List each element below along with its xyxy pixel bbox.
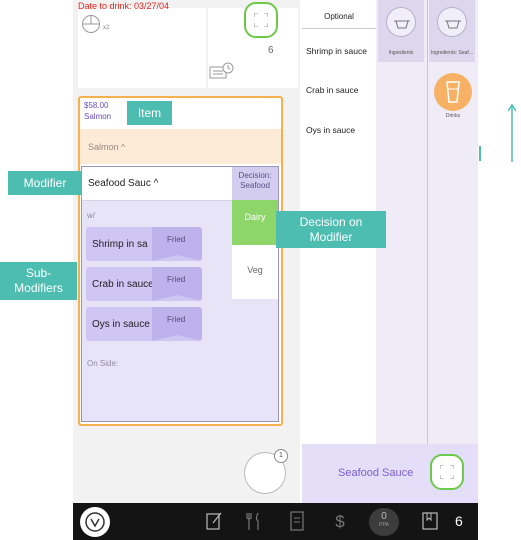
seat-multiplier: x2 <box>103 25 110 31</box>
decision-header-line: Decision: <box>238 171 272 180</box>
guest-count-badge: 1 <box>274 449 288 463</box>
sub-modifier-tag[interactable]: Fried <box>152 227 202 261</box>
book-icon[interactable] <box>421 511 439 531</box>
receipt-icon[interactable] <box>209 62 235 80</box>
divider <box>427 0 428 444</box>
ppa-label: PPA <box>379 522 389 528</box>
decision-header-text: Decision:Seafood <box>232 171 278 191</box>
optional-item[interactable]: Shrimp in sauce <box>306 46 367 56</box>
callout-modifier: Modifier <box>8 171 82 195</box>
dollar-icon[interactable]: $ <box>331 511 349 531</box>
receipt-list-icon[interactable] <box>288 511 306 531</box>
scroll-up-arrow-icon[interactable] <box>508 104 516 162</box>
sub-modifier-tag-label: Fried <box>167 235 186 244</box>
sub-modifier-item[interactable]: Crab in sauce Fried <box>86 267 202 301</box>
glass-icon[interactable] <box>434 73 472 111</box>
modifier-header[interactable] <box>82 167 232 201</box>
optional-item[interactable]: Oys in sauce <box>306 125 356 135</box>
seat-icon <box>82 15 100 33</box>
date-to-drink: Date to drink: 03/27/04 <box>78 1 170 11</box>
scroll-indicator <box>479 146 481 161</box>
decision-option-label: Veg <box>247 265 263 275</box>
bottom-toolbar <box>73 503 478 540</box>
app-logo-icon[interactable] <box>80 507 110 537</box>
category-label: Ingredients: Seaf... <box>431 50 473 56</box>
callout-sub-modifiers: Sub-Modifiers <box>0 262 77 300</box>
sub-modifier-name: Crab in sauce <box>92 279 154 290</box>
sub-modifier-item[interactable]: Oys in sauce Fried <box>86 307 202 341</box>
pot-icon <box>386 7 416 37</box>
pot-icon <box>437 7 467 37</box>
fork-knife-icon[interactable] <box>245 511 263 531</box>
current-modifier-label: Seafood Sauce <box>338 467 414 479</box>
item-name: Salmon <box>84 112 112 121</box>
seat-number: 6 <box>268 45 274 56</box>
seat-count: 6 <box>455 513 463 529</box>
with-label: w/ <box>87 211 95 220</box>
item-header-label: Salmon ^ <box>88 142 126 152</box>
decision-option-dairy[interactable]: Dairy <box>232 200 278 245</box>
sub-modifier-item[interactable]: Shrimp in sa Fried <box>86 227 202 261</box>
decision-header-line: Seafood <box>240 181 270 190</box>
item-header-bar[interactable] <box>80 129 281 164</box>
sub-modifier-tag-label: Fried <box>167 315 186 324</box>
category-ingredients-seafood[interactable]: Ingredients: Seaf... <box>429 0 475 62</box>
category-label: Ingredients <box>388 50 414 56</box>
modifier-name: Seafood Sauc ^ <box>88 178 159 189</box>
modifier-select-button[interactable] <box>430 454 464 490</box>
callout-item: Item <box>127 101 172 125</box>
optional-item[interactable]: Crab in sauce <box>306 85 359 95</box>
callout-decision: Decision on Modifier <box>276 211 386 248</box>
decision-option-label: Dairy <box>244 212 266 222</box>
svg-text:$: $ <box>335 512 345 531</box>
category-drinks-label: Drinks <box>445 113 461 119</box>
on-side-label: On Side: <box>87 359 119 368</box>
divider <box>302 28 376 29</box>
sub-modifier-name: Oys in sauce <box>92 319 150 330</box>
seat-select-button[interactable] <box>244 2 278 38</box>
sub-modifier-tag-label: Fried <box>167 275 186 284</box>
decision-option-veg[interactable]: Veg <box>232 265 278 295</box>
sub-modifier-tag[interactable]: Fried <box>152 267 202 301</box>
ppa-value: 0 <box>381 511 387 522</box>
crop-icon <box>254 13 268 27</box>
decision-header: Decision:Seafood <box>232 167 278 200</box>
sub-modifier-name: Shrimp in sa <box>92 239 148 250</box>
crop-icon <box>440 465 454 479</box>
item-price: $58.00 <box>84 101 109 110</box>
sub-modifier-tag[interactable]: Fried <box>152 307 202 341</box>
optional-header: Optional <box>324 12 354 21</box>
category-ingredients[interactable]: Ingredients <box>378 0 424 62</box>
ppa-indicator[interactable]: 0 PPA <box>369 508 399 536</box>
notes-icon[interactable] <box>205 511 223 531</box>
